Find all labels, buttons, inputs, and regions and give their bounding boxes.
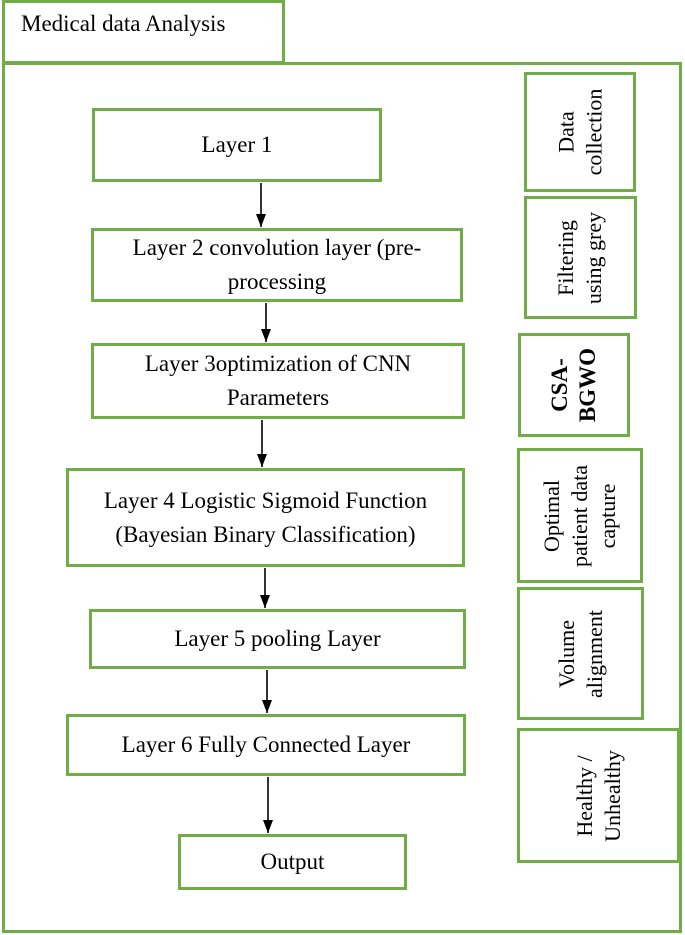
layer-3-label-line2: Parameters xyxy=(226,385,330,410)
layer-5-label: Layer 5 pooling Layer xyxy=(174,626,381,651)
side-label-5-line2: alignment xyxy=(581,609,607,698)
side-label-1-line1: Data xyxy=(553,111,578,153)
layer-4-box: Layer 4 Logistic Sigmoid Function (Bayes… xyxy=(66,468,465,567)
layer-3-label-line1: Layer 3optimization of CNN xyxy=(144,351,412,376)
layer-2-label-line1: Layer 2 convolution layer (pre- xyxy=(132,235,422,260)
side-label-3-line2: BGWO xyxy=(575,347,600,423)
output-box: Output xyxy=(178,834,407,890)
layer-4-label-line2: (Bayesian Binary Classification) xyxy=(115,521,416,547)
layer-4-label-line1: Layer 4 Logistic Sigmoid Function xyxy=(103,487,428,513)
side-label-3-line1: CSA- xyxy=(547,358,572,412)
layer-5-box: Layer 5 pooling Layer xyxy=(89,609,466,669)
side-label-filtering: Filtering using grey xyxy=(524,196,637,319)
side-label-6-line2: Unhealthy xyxy=(599,749,625,842)
diagram-title: Medical data Analysis xyxy=(21,11,226,36)
side-label-6-line1: Healthy / xyxy=(571,754,597,837)
layer-2-label-line2: processing xyxy=(227,269,327,294)
side-label-1-line2: collection xyxy=(581,88,606,176)
side-label-2-line2: using grey xyxy=(581,211,607,304)
side-label-4-line1: Optimal xyxy=(538,479,564,552)
layer-1-box: Layer 1 xyxy=(92,108,382,182)
side-label-5-line1: Volume xyxy=(553,619,579,688)
side-label-optimal-capture: Optimal patient data capture xyxy=(517,448,643,583)
side-label-volume-alignment: Volume alignment xyxy=(517,587,644,720)
output-label: Output xyxy=(260,849,325,874)
side-label-data-collection: Data collection xyxy=(524,72,636,192)
layer-1-label: Layer 1 xyxy=(201,132,273,157)
side-label-csa-bgwo: CSA- BGWO xyxy=(518,333,630,437)
side-label-4-line3: capture xyxy=(594,483,620,548)
title-tab: Medical data Analysis xyxy=(2,0,285,64)
side-label-2-line1: Filtering xyxy=(553,219,579,296)
layer-2-box: Layer 2 convolution layer (pre- processi… xyxy=(91,228,463,302)
side-label-4-line2: patient data xyxy=(566,464,592,567)
layer-6-label: Layer 6 Fully Connected Layer xyxy=(121,732,411,757)
layer-6-box: Layer 6 Fully Connected Layer xyxy=(66,714,466,776)
side-label-healthy-unhealthy: Healthy / Unhealthy xyxy=(517,728,680,863)
layer-3-box: Layer 3optimization of CNN Parameters xyxy=(91,343,465,419)
